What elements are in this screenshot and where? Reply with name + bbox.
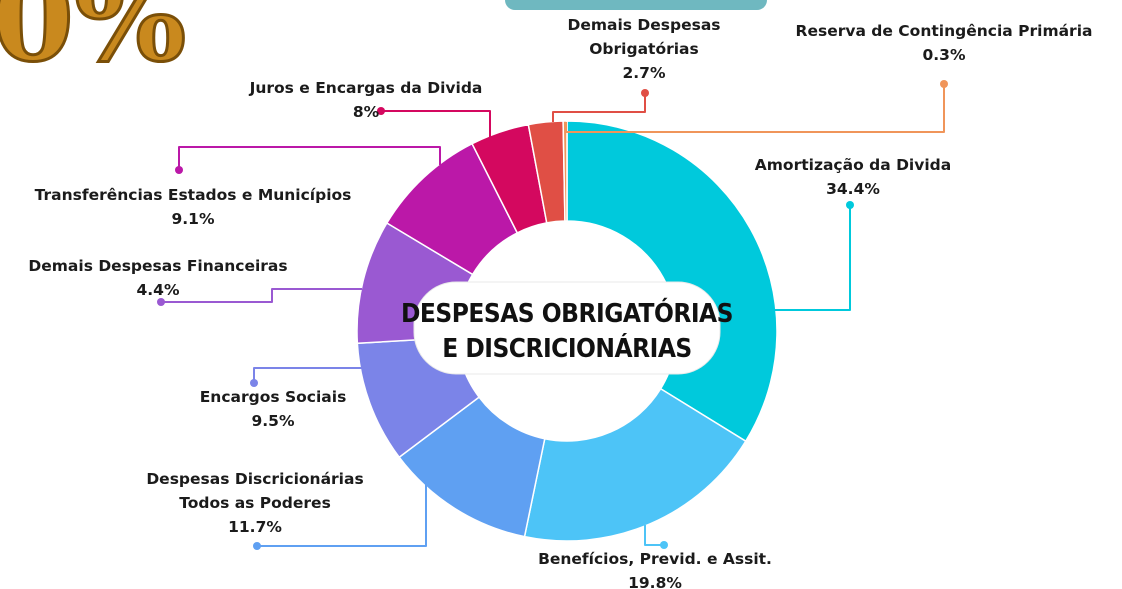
leader-line-8 <box>565 84 945 133</box>
slice-label-2-line-1: Todos as Poderes <box>179 494 331 512</box>
leader-dot-7 <box>641 89 649 97</box>
slice-value-4: 4.4% <box>137 281 180 299</box>
leader-dot-5 <box>175 166 183 174</box>
slice-value-2: 11.7% <box>228 518 282 536</box>
leader-line-4 <box>161 288 362 303</box>
top-banner-strip <box>505 0 767 10</box>
leader-line-3 <box>253 367 370 383</box>
decorative-percent-graphic: 0% <box>0 0 188 90</box>
leader-dot-4 <box>157 298 165 306</box>
slice-label-6-line-0: Juros e Encargas da Divida <box>249 79 483 97</box>
decorative-percent-text: 0% <box>0 0 186 88</box>
leader-line-7 <box>552 93 646 122</box>
leader-dot-0 <box>846 201 854 209</box>
center-title-line-1: DESPESAS OBRIGATÓRIAS <box>401 297 733 329</box>
leader-dot-6 <box>377 107 385 115</box>
slice-label-8-line-0: Reserva de Contingência Primária <box>796 22 1093 40</box>
slice-labels: Amortização da Divida 34.4% Benefícios, Pr… <box>28 16 1092 589</box>
leader-line-5 <box>178 146 441 170</box>
slice-label-7-line-0: Demais Despesas <box>567 16 720 34</box>
leader-dot-8 <box>940 80 948 88</box>
leader-line-2 <box>257 478 427 547</box>
slice-label-0-line-0: Amortização da Divida <box>755 156 951 174</box>
slice-value-0: 34.4% <box>826 180 880 198</box>
leader-line-6 <box>381 110 491 138</box>
leader-dot-3 <box>250 379 258 387</box>
center-title-line-2: E DISCRICIONÁRIAS <box>442 332 692 364</box>
slice-value-7: 2.7% <box>623 64 666 82</box>
leader-line-1 <box>644 525 664 546</box>
leader-lines <box>157 80 948 550</box>
slice-label-7-line-1: Obrigatórias <box>589 40 698 58</box>
slice-label-4-line-0: Demais Despesas Financeiras <box>28 257 287 275</box>
slice-label-2-line-0: Despesas Discricionárias <box>146 470 363 488</box>
slice-value-8: 0.3% <box>923 46 966 64</box>
slice-label-3-line-0: Encargos Sociais <box>200 388 347 406</box>
center-title: DESPESAS OBRIGATÓRIAS E DISCRICIONÁRIAS <box>401 281 734 375</box>
slice-value-6: 8% <box>353 103 380 121</box>
center-title-plate <box>413 281 721 375</box>
slice-value-3: 9.5% <box>252 412 295 430</box>
slice-label-1-line-0: Benefícios, Previd. e Assit. <box>538 550 772 568</box>
slice-label-5-line-0: Transferências Estados e Municípios <box>35 186 352 204</box>
leader-dot-1 <box>660 541 668 549</box>
leader-line-0 <box>750 205 851 311</box>
slice-value-5: 9.1% <box>172 210 215 228</box>
leader-dot-2 <box>253 542 261 550</box>
slice-value-1: 19.8% <box>628 574 682 589</box>
